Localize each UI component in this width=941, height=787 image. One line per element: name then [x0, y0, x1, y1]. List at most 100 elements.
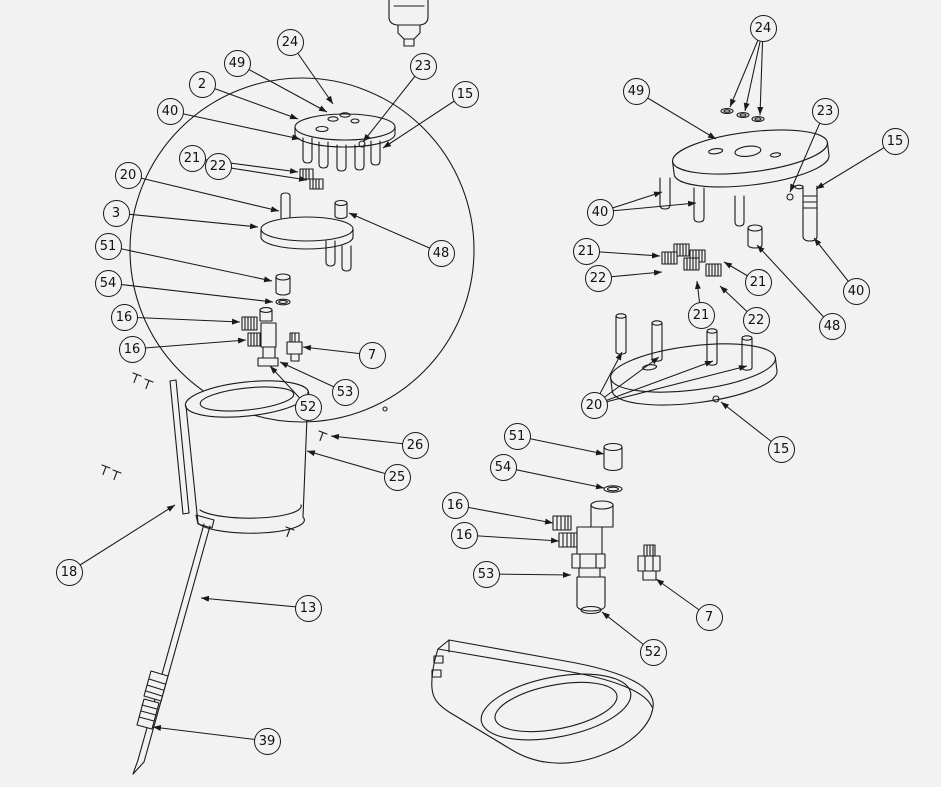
right-assembly	[431, 107, 830, 764]
callout-53: 53	[472, 560, 500, 588]
detail-view-circle	[129, 77, 475, 423]
callout-22: 22	[584, 264, 612, 292]
callout-21: 21	[687, 301, 715, 329]
leader-line-23	[789, 110, 826, 193]
part-51-left	[275, 273, 291, 296]
spacer-nuts-right	[661, 243, 722, 277]
callout-49: 49	[622, 77, 650, 105]
callout-23: 23	[811, 97, 839, 125]
canister	[184, 380, 310, 534]
leader-line-16	[454, 504, 554, 525]
callout-15: 15	[451, 80, 479, 108]
callout-54: 54	[489, 453, 517, 481]
leader-line-54	[502, 466, 605, 490]
leader-line-2	[201, 83, 299, 120]
leader-line-22	[217, 165, 308, 182]
leader-line-24	[743, 27, 764, 112]
callout-20: 20	[580, 391, 608, 419]
studs-top-plate-left	[302, 137, 381, 172]
callout-18: 18	[55, 558, 83, 586]
leader-lines-layer	[68, 27, 896, 742]
leader-line-49	[236, 62, 328, 113]
leader-line-13	[200, 595, 309, 609]
leader-line-51	[516, 435, 605, 456]
callout-21: 21	[572, 237, 600, 265]
leader-line-24	[729, 27, 764, 108]
leader-line-23	[362, 65, 424, 143]
callout-16: 16	[118, 335, 146, 363]
leader-line-51	[107, 245, 273, 283]
callout-15: 15	[881, 127, 909, 155]
top-disc-right	[671, 107, 830, 201]
callout-39: 39	[253, 727, 281, 755]
leader-line-40	[599, 200, 697, 213]
callout-48: 48	[818, 312, 846, 340]
callout-40: 40	[156, 97, 184, 125]
leader-line-16	[463, 534, 560, 544]
callout-7: 7	[695, 603, 723, 631]
callout-22: 22	[204, 152, 232, 180]
callout-24: 24	[276, 28, 304, 56]
leader-line-54	[107, 282, 274, 305]
middle-plate-left	[260, 192, 354, 272]
leader-line-15	[815, 140, 896, 190]
leader-line-3	[115, 212, 259, 230]
leader-line-40	[169, 110, 301, 141]
callout-16: 16	[441, 491, 469, 519]
callout-48: 48	[427, 239, 455, 267]
callout-25: 25	[383, 463, 411, 491]
leader-line-16	[123, 316, 241, 325]
callout-26: 26	[401, 431, 429, 459]
base-housing	[431, 639, 654, 764]
valve-assembly-left	[241, 307, 303, 367]
callout-52: 52	[639, 638, 667, 666]
detail-circle-dot	[382, 406, 388, 412]
leader-line-20	[127, 174, 280, 213]
part-48-left	[334, 199, 348, 220]
leader-line-16	[131, 337, 247, 350]
callout-52: 52	[294, 393, 322, 421]
small-screws-left	[101, 372, 328, 538]
leader-line-15	[382, 93, 466, 149]
callout-24: 24	[749, 14, 777, 42]
callout-16: 16	[450, 521, 478, 549]
leader-line-18	[68, 504, 176, 573]
callout-2: 2	[188, 70, 216, 98]
leader-line-48	[348, 212, 442, 254]
callout-22: 22	[742, 306, 770, 334]
callout-16: 16	[110, 303, 138, 331]
leader-line-48	[756, 244, 833, 327]
part-48-right	[747, 224, 763, 249]
callout-20: 20	[114, 161, 142, 189]
callout-54: 54	[94, 269, 122, 297]
shaft-assembly	[132, 514, 215, 775]
callout-23: 23	[409, 52, 437, 80]
valve-assembly-right	[552, 442, 661, 615]
callout-13: 13	[294, 594, 322, 622]
leader-line-26	[330, 433, 416, 446]
leader-line-20	[593, 365, 748, 406]
callout-53: 53	[331, 378, 359, 406]
spacer-nuts-left	[299, 168, 324, 190]
side-strip	[169, 379, 190, 515]
leader-line-39	[152, 724, 268, 742]
leader-line-49	[635, 90, 717, 140]
callout-51: 51	[503, 422, 531, 450]
studs-top-disc-right	[659, 177, 818, 242]
callout-15: 15	[767, 435, 795, 463]
callout-40: 40	[586, 198, 614, 226]
part-54-oring-left	[275, 298, 291, 306]
callout-7: 7	[358, 341, 386, 369]
leader-line-20	[593, 360, 714, 406]
leader-line-24	[757, 27, 764, 116]
callout-21: 21	[744, 268, 772, 296]
callout-21: 21	[178, 144, 206, 172]
leader-line-53	[485, 571, 572, 578]
callout-3: 3	[102, 199, 130, 227]
callout-51: 51	[94, 232, 122, 260]
top-clamp-part	[388, 0, 429, 47]
left-assembly	[101, 0, 475, 775]
middle-disc-right	[610, 343, 778, 406]
